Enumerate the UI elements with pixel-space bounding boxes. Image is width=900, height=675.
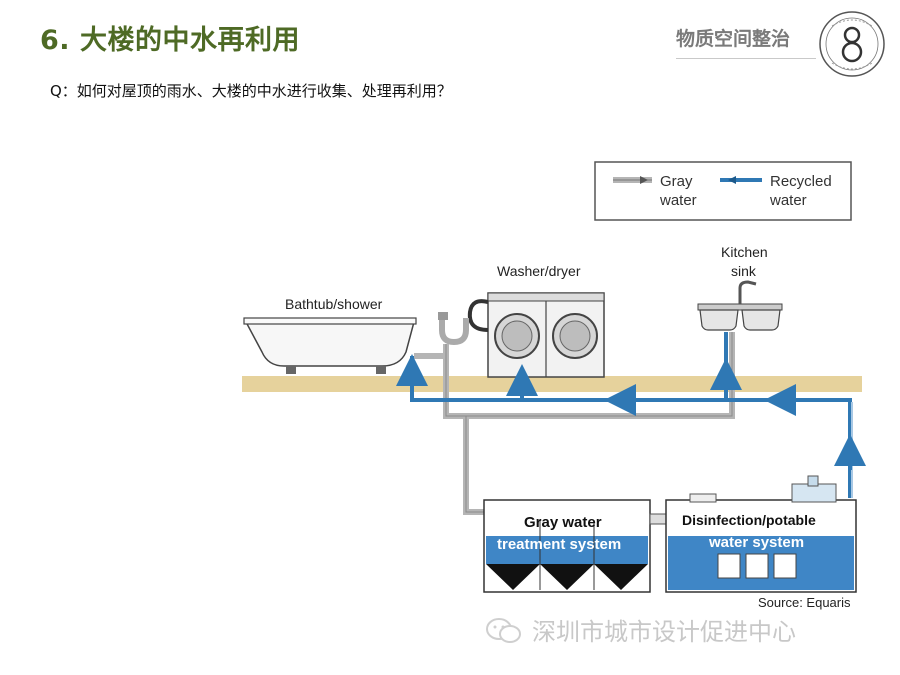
drain-trap [439, 318, 469, 346]
legend-box [594, 161, 852, 221]
legend-recycled-arrow-icon [728, 176, 736, 184]
kitchen-sink-icon [697, 280, 783, 331]
legend-gray-label-2: water [659, 192, 697, 209]
washer-label: Washer/dryer [497, 263, 581, 279]
source-label: Source: Equaris [758, 595, 851, 610]
drain-cap [438, 312, 448, 320]
washer-dryer-icon [487, 292, 605, 378]
bathtub-icon [243, 317, 417, 374]
brand-name: 物质空间整治 [676, 28, 791, 50]
question-text: Q：如何对屋顶的雨水、大楼的中水进行收集、处理再利用？ [50, 82, 452, 100]
slide-title: 6. 大楼的中水再利用 [40, 25, 300, 56]
brand-divider [676, 58, 816, 59]
kitchen-label: Kitchen [721, 244, 768, 260]
disinfection-label-2: water system [708, 534, 804, 551]
legend-gray-arrow-icon [640, 176, 648, 184]
legend-recycled-label-2: water [769, 192, 807, 209]
washer-hose [467, 299, 489, 332]
treatment-tank-icon [483, 499, 651, 593]
legend-recycled-label: Recycled [770, 173, 832, 190]
disinfection-tank-icon [665, 475, 857, 593]
seal-logo-icon [819, 11, 885, 77]
floor [242, 376, 862, 392]
watermark-text: 深圳市城市设计促进中心 [532, 618, 796, 646]
disinfection-label: Disinfection/potable [682, 512, 816, 528]
wechat-icon [486, 618, 521, 643]
legend-gray-label: Gray [660, 173, 693, 190]
bathtub-label: Bathtub/shower [285, 296, 383, 312]
tank-connector [649, 513, 667, 525]
kitchen-label-2: sink [731, 263, 757, 279]
treatment-label-2: treatment system [497, 536, 621, 553]
treatment-label: Gray water [524, 514, 602, 531]
legend: Gray water Recycled water [594, 161, 852, 221]
